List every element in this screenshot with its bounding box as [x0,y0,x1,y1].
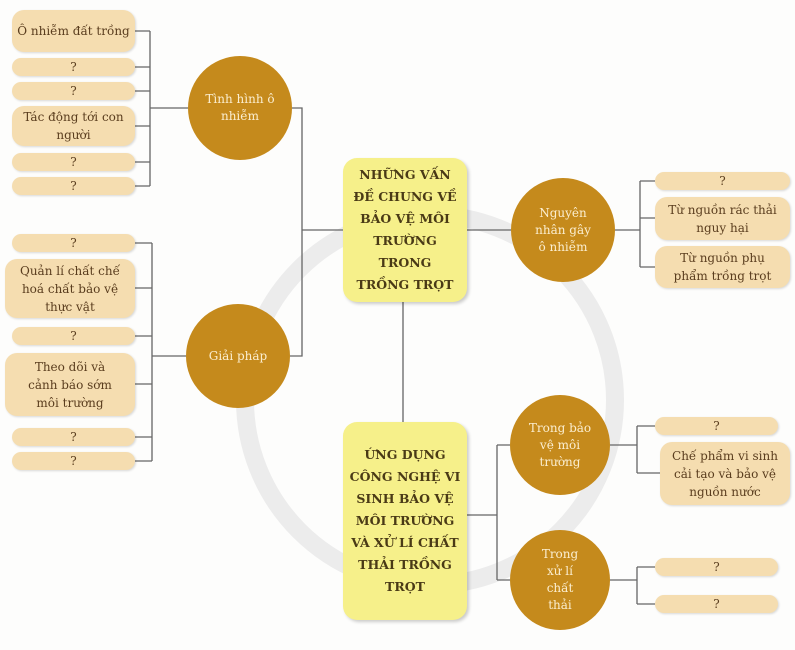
leaf-monitoring: Theo dõi và cảnh báo sớm môi trường [5,353,135,416]
leaf-chemical-management: Quản lí chất chế hoá chất bảo vệ thực vậ… [5,259,135,318]
leaf-soil-pollution: Ô nhiễm đất trồng [12,10,135,52]
leaf-human-impact: Tác động tới con người [12,106,135,146]
leaf-blank: ? [12,82,135,100]
node-solutions: Giải pháp [186,304,290,408]
leaf-crop-byproducts: Từ nguồn phụ phẩm trồng trọt [655,246,790,288]
leaf-blank: ? [12,428,135,446]
node-env-protection: Trong bảo vệ môi trường [510,395,610,495]
center-topic-general-issues: NHỮNG VẤN ĐỀ CHUNG VỀ BẢO VỆ MÔI TRƯỜNG … [343,158,467,302]
leaf-blank: ? [655,595,778,613]
center-topic-microbial-tech: ỨNG DỤNG CÔNG NGHỆ VI SINH BẢO VỆ MÔI TR… [343,422,467,620]
leaf-blank: ? [655,172,790,190]
leaf-blank: ? [12,234,135,252]
leaf-blank: ? [12,153,135,171]
leaf-blank: ? [12,177,135,195]
leaf-blank: ? [655,558,778,576]
node-waste-treatment: Trong xử lí chất thải [510,530,610,630]
leaf-blank: ? [655,417,778,435]
leaf-blank: ? [12,58,135,76]
leaf-blank: ? [12,452,135,470]
node-pollution-status: Tình hình ô nhiễm [188,56,292,160]
leaf-blank: ? [12,327,135,345]
node-causes: Nguyên nhân gây ô nhiễm [511,178,615,282]
leaf-microbial-products: Chế phẩm vi sinh cải tạo và bảo vệ nguồn… [660,442,790,505]
leaf-hazardous-waste: Từ nguồn rác thải nguy hại [655,197,790,240]
